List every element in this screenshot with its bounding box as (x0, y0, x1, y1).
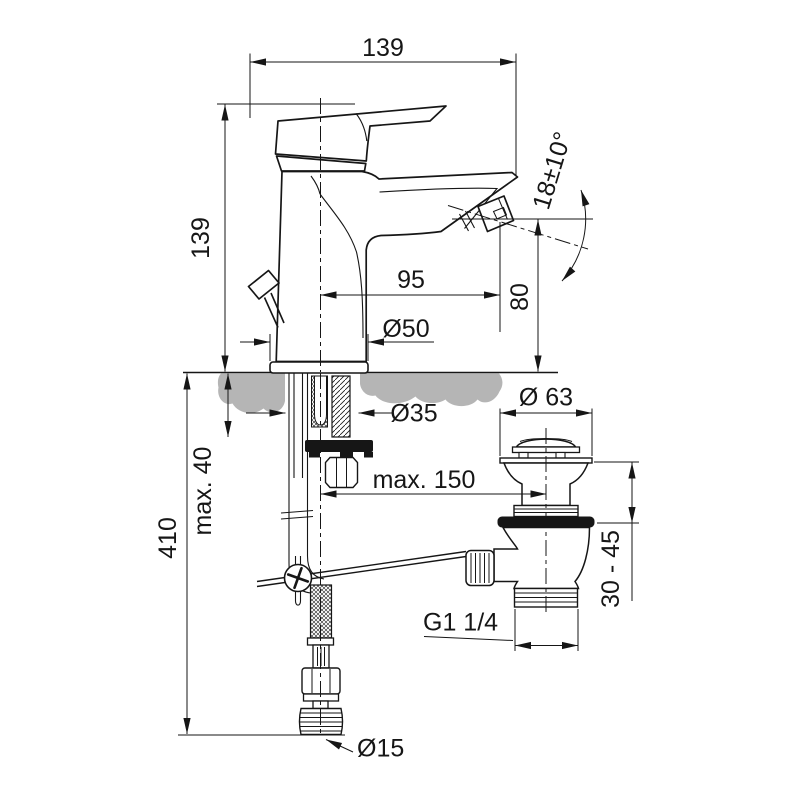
threaded-stud (331, 375, 351, 438)
mounting-deck (183, 371, 558, 414)
dim-base-diameter: Ø50 (240, 315, 434, 361)
dim-top-width: 139 (249, 34, 517, 176)
under-deck-fixings (280, 373, 373, 594)
base-diameter-dim: Ø50 (382, 315, 429, 343)
max-drain-distance-dim: max. 150 (373, 466, 476, 494)
supply-hose-tube (288, 373, 309, 563)
pop-up-waste-valve (465, 438, 595, 608)
base-flange (269, 361, 369, 374)
supply-pipe-diameter-dim: Ø15 (357, 735, 404, 763)
dim-supply-pipe: Ø15 (325, 735, 404, 763)
break-marks (280, 510, 314, 520)
spout-reach-dim: 95 (397, 266, 425, 294)
dim-spout-reach: 95 (320, 222, 501, 332)
top-width-dim: 139 (362, 34, 404, 62)
spray-angle-dim: 18±10° (527, 129, 577, 213)
dim-drain-cap-diameter: Ø 63 (499, 384, 593, 456)
aerator-height-dim: 80 (506, 283, 534, 311)
mixer-handle (274, 105, 447, 162)
dim-aerator-height: 80 (506, 219, 542, 372)
dim-drain-height-range: 30 - 45 (594, 461, 639, 608)
fixing-washer (305, 440, 373, 452)
screw-cross-icon (286, 566, 310, 590)
pop-up-knob (247, 269, 280, 300)
dim-hole-diameter: Ø35 (246, 400, 438, 428)
waste-lower-body (493, 526, 591, 590)
body-height-dim: 139 (187, 217, 215, 259)
drain-cap-diameter-dim: Ø 63 (519, 384, 573, 412)
max-deck-thickness-dim: max. 40 (189, 447, 217, 536)
fixing-nut (324, 456, 359, 489)
spray-axis (447, 205, 589, 250)
dim-overall-height: 410 (154, 373, 345, 736)
dim-deck-thickness: max. 40 (189, 373, 232, 536)
dim-drain-distance: max. 150 (320, 466, 547, 498)
hole-diameter-dim: Ø35 (390, 400, 437, 428)
overall-height-dim: 410 (154, 517, 182, 559)
drain-height-range-dim: 30 - 45 (597, 530, 625, 608)
pop-up-linkage (256, 550, 467, 606)
dim-body-height: 139 (187, 103, 355, 372)
drain-thread-label: G1 1/4 (423, 609, 498, 637)
dim-drain-thread: G1 1/4 (423, 609, 579, 651)
